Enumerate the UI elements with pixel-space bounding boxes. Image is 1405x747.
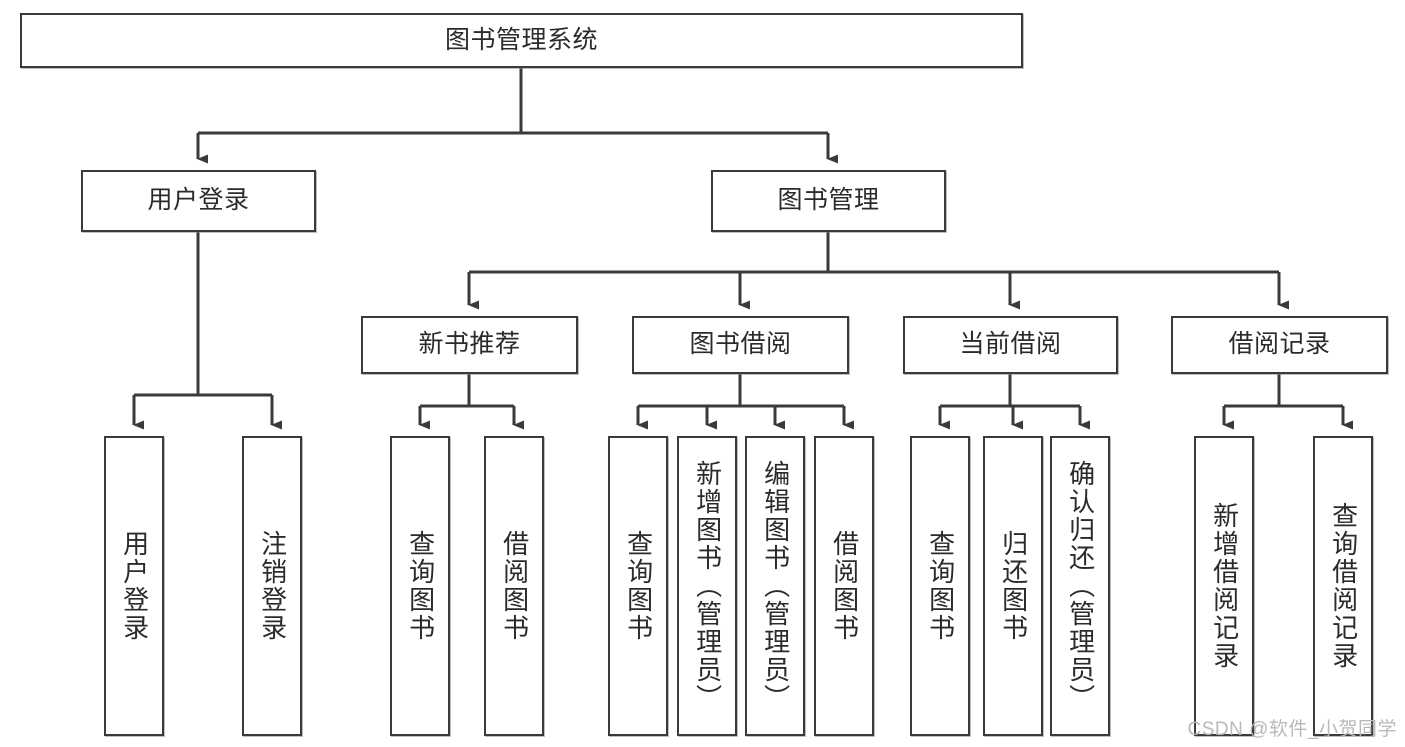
node-l-cb-confirm[interactable]: 确认归还（管理员） [1050, 436, 1110, 736]
node-l-bb-edit[interactable]: 编辑图书（管理员） [745, 436, 805, 736]
node-label: 归还图书 [998, 530, 1029, 642]
node-label: 新书推荐 [418, 330, 521, 359]
node-l-nb-borrow[interactable]: 借阅图书 [484, 436, 544, 736]
node-label: 借阅记录 [1228, 330, 1331, 359]
node-label: 用户登录 [147, 186, 250, 215]
node-n-book-borrow[interactable]: 图书借阅 [632, 316, 849, 374]
node-label: 查询图书 [405, 530, 436, 642]
node-n-book-manage[interactable]: 图书管理 [711, 170, 946, 232]
node-n-borrow-record[interactable]: 借阅记录 [1171, 316, 1388, 374]
node-l-bb-query[interactable]: 查询图书 [608, 436, 668, 736]
node-label: 图书借阅 [689, 330, 792, 359]
node-l-br-add[interactable]: 新增借阅记录 [1194, 436, 1254, 736]
node-label: 图书管理 [777, 186, 880, 215]
node-l-br-query[interactable]: 查询借阅记录 [1313, 436, 1373, 736]
node-label: 借阅图书 [829, 530, 860, 642]
node-l-nb-query[interactable]: 查询图书 [390, 436, 450, 736]
node-label: 查询图书 [623, 530, 654, 642]
node-n-current-borrow[interactable]: 当前借阅 [903, 316, 1118, 374]
node-l-bb-borrow[interactable]: 借阅图书 [814, 436, 874, 736]
node-label: 查询图书 [925, 530, 956, 642]
node-l-user-login[interactable]: 用户登录 [104, 436, 164, 736]
node-label: 编辑图书（管理员） [760, 460, 791, 712]
node-l-cb-query[interactable]: 查询图书 [910, 436, 970, 736]
node-label: 当前借阅 [959, 330, 1062, 359]
node-label: 借阅图书 [499, 530, 530, 642]
node-root[interactable]: 图书管理系统 [20, 13, 1023, 68]
node-label: 新增借阅记录 [1209, 502, 1240, 670]
node-l-cb-return[interactable]: 归还图书 [983, 436, 1043, 736]
node-l-logout[interactable]: 注销登录 [242, 436, 302, 736]
node-label: 用户登录 [119, 530, 150, 642]
node-label: 注销登录 [257, 530, 288, 642]
node-label: 确认归还（管理员） [1065, 460, 1096, 712]
node-label: 查询借阅记录 [1328, 502, 1359, 670]
node-label: 图书管理系统 [444, 25, 598, 54]
node-n-new-book-rec[interactable]: 新书推荐 [361, 316, 578, 374]
node-n-user-login[interactable]: 用户登录 [81, 170, 316, 232]
node-l-bb-add[interactable]: 新增图书（管理员） [677, 436, 737, 736]
node-label: 新增图书（管理员） [692, 460, 723, 712]
